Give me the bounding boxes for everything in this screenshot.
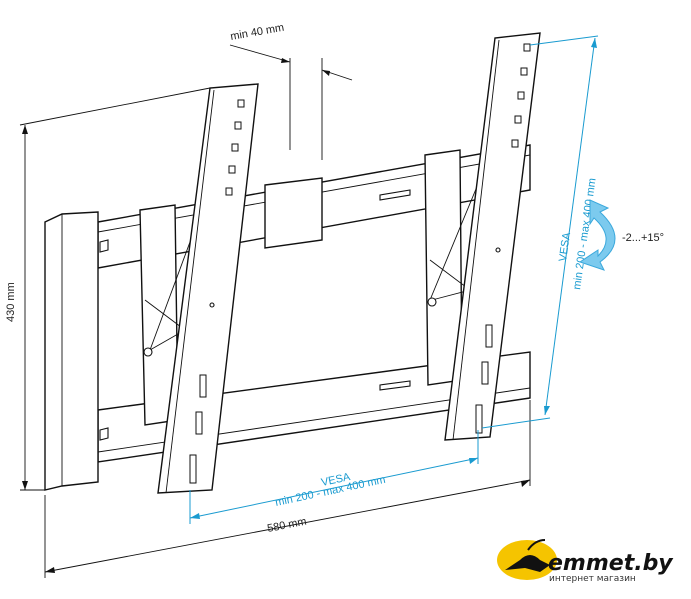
vesa-vertical-range: min 200 - max 400 mm	[571, 177, 599, 290]
left-end-cap	[44, 211, 99, 491]
right-vertical-bracket	[444, 32, 541, 441]
width-label: 580 mm	[266, 516, 307, 535]
right-tilt-arm	[424, 149, 491, 386]
logo-name: emmet.by	[548, 551, 674, 576]
vesa-horizontal-dimension: VESA min 200 - max 400 mm	[189, 430, 479, 524]
height-dimension: 430 mm	[5, 87, 211, 491]
spacing-label: min 40 mm	[229, 22, 285, 43]
height-label: 430 mm	[5, 282, 17, 322]
tilt-range-label: -2...+15°	[622, 232, 664, 244]
emmet-logo: emmet.by интернет магазин	[497, 539, 674, 584]
left-vertical-bracket	[157, 83, 259, 494]
tilt-arrow-icon: -2...+15°	[578, 199, 664, 271]
logo-tagline: интернет магазин	[549, 574, 636, 584]
vesa-vertical-title: VESA	[557, 231, 573, 262]
